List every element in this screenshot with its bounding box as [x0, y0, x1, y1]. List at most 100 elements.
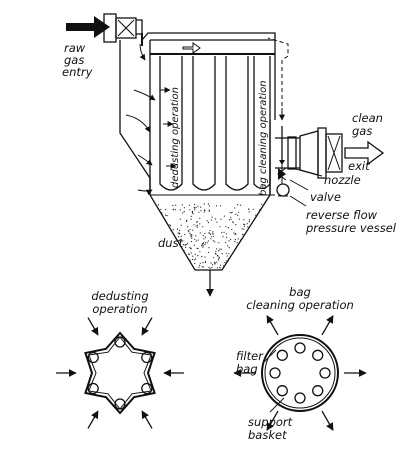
dust-particle	[240, 204, 242, 206]
dust-particle	[237, 214, 239, 216]
dust-particle	[204, 242, 207, 244]
dust-particle	[202, 246, 204, 248]
clean-gas-label-2: gas	[352, 124, 372, 138]
dust-particle	[201, 243, 203, 245]
dust-particle	[191, 210, 194, 212]
dust-particle	[180, 235, 182, 237]
dust-particle	[232, 221, 234, 223]
raw-gas-label-3: entry	[62, 65, 93, 79]
dust-particle	[160, 208, 162, 210]
dust-particle	[191, 234, 193, 236]
dust-particle	[208, 205, 211, 207]
support-rod	[269, 367, 281, 379]
support-rod	[141, 382, 153, 395]
dust-particle	[188, 204, 190, 206]
dust-particle	[204, 244, 206, 246]
dust-particle	[235, 213, 237, 215]
dust-particle	[232, 222, 235, 224]
raw-gas-label-2: gas	[64, 53, 84, 67]
dust-particle	[194, 209, 196, 211]
dust-particle	[234, 233, 236, 235]
raw-gas-entry-arrow	[66, 16, 110, 38]
dust-particle	[255, 214, 257, 216]
dust-particle	[208, 210, 210, 212]
support-rod	[276, 385, 288, 397]
dust-particle	[230, 238, 232, 240]
dust-particle	[243, 234, 245, 236]
dust-particle	[182, 212, 184, 214]
dust-particle	[174, 209, 176, 211]
dust-particle	[236, 204, 239, 206]
dust-particle	[218, 259, 220, 261]
dust-label: dust	[158, 236, 184, 250]
dust-particle	[215, 250, 217, 252]
dust-particle	[178, 240, 180, 242]
filter-bags	[159, 56, 271, 191]
dust-particle	[230, 218, 232, 220]
dust-particle	[165, 208, 167, 211]
dust-deposit	[157, 203, 263, 269]
dust-particle	[240, 239, 242, 241]
dust-particle	[173, 233, 175, 235]
dust-particle	[224, 261, 226, 264]
dust-particle	[228, 247, 230, 249]
dust-particle	[169, 224, 171, 226]
dust-particle	[227, 245, 229, 247]
dust-particle	[214, 261, 216, 263]
dust-particle	[218, 242, 220, 244]
dust-particle	[209, 267, 211, 269]
valve-label: valve	[310, 190, 341, 204]
dust-particle	[202, 235, 204, 237]
dust-particle	[199, 223, 201, 225]
outward-flow-arrow	[321, 410, 334, 431]
dust-particle	[206, 242, 208, 244]
dust-particle	[183, 211, 185, 213]
reverse-flow-line	[267, 37, 289, 121]
dust-particle	[201, 266, 203, 268]
valve-symbol	[277, 160, 287, 184]
dust-particle	[216, 254, 219, 257]
dust-particle	[199, 264, 201, 266]
gas-flow-arrows	[125, 43, 177, 196]
nozzle-label: nozzle	[324, 173, 361, 187]
dust-particle	[192, 255, 194, 257]
dust-particle	[214, 241, 216, 243]
callout-lines	[289, 167, 323, 207]
dust-particle	[213, 257, 215, 259]
dust-particle	[185, 246, 187, 248]
dust-particle	[166, 215, 168, 217]
support-rod	[312, 385, 324, 397]
filter-housing	[119, 32, 276, 271]
support-rod	[294, 342, 306, 354]
dust-particle	[199, 217, 201, 219]
dust-particle	[248, 208, 250, 210]
dust-particle	[179, 218, 181, 220]
dust-particle	[170, 225, 172, 227]
dust-particle	[208, 266, 210, 268]
outward-flow-arrow	[321, 315, 334, 336]
support-rod	[276, 349, 288, 361]
dust-particle	[203, 211, 205, 213]
dust-particle	[187, 230, 189, 232]
dust-particle	[243, 219, 245, 221]
support-rod	[294, 392, 306, 404]
dust-particle	[220, 248, 222, 250]
dust-particle	[187, 253, 190, 255]
dust-particle	[194, 253, 196, 255]
dust-particle	[212, 231, 214, 233]
dust-particle	[219, 226, 221, 228]
support-rod	[141, 351, 153, 364]
dust-particle	[236, 242, 238, 244]
dust-particle	[201, 256, 203, 258]
dust-particle	[178, 232, 180, 234]
filter-bag-label-2: bag	[236, 362, 258, 376]
dust-particle	[207, 240, 209, 242]
dust-particle	[172, 208, 174, 210]
dust-particle	[187, 242, 189, 244]
filter-bag-label-1: filter	[236, 349, 264, 363]
dust-particle	[157, 204, 160, 206]
dust-particle	[172, 229, 174, 231]
inward-flow-arrow	[87, 410, 99, 429]
dust-particle	[194, 203, 196, 206]
